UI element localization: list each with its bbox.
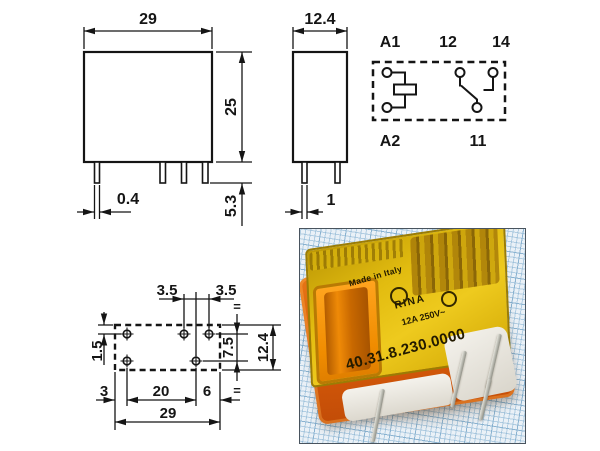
- side-view-pins: [301, 161, 341, 184]
- schematic-enclosure: [371, 60, 507, 122]
- extension-lines: [292, 27, 348, 49]
- side-view-drawing: 12.4 1: [285, 11, 349, 219]
- terminal-11-label: 11: [470, 133, 487, 150]
- equal-mark-top: =: [233, 299, 241, 314]
- dim-row-spacing: = = 7.5: [203, 299, 281, 398]
- dim-pin-width: 0.4: [77, 185, 139, 219]
- depth-label: 12.4: [255, 332, 272, 362]
- dim-pin-length: 5.3: [210, 182, 252, 226]
- dim-row-inset: 1.5: [89, 312, 121, 365]
- extension-lines: [114, 368, 221, 430]
- made-in-italy-text: Made in Italy: [347, 263, 404, 289]
- coil-symbol: [381, 67, 417, 113]
- pin-span-label: 20: [153, 383, 170, 400]
- front-view-drawing: 29 25 5.3 0.4: [77, 11, 252, 226]
- extension-lines: [83, 27, 213, 49]
- relay-photo: Made in Italy RINA 12A 250V~ 40.31.8.230…: [299, 228, 526, 444]
- dim-front-height: 25: [216, 51, 252, 163]
- terminal-a1-label: A1: [380, 34, 401, 51]
- extension-lines: [203, 324, 281, 371]
- extension-lines: [98, 324, 121, 335]
- changeover-contact-symbol: [454, 67, 499, 113]
- front-width-label: 29: [139, 11, 157, 28]
- terminal-14-label: 14: [492, 34, 510, 51]
- row-inset-label: 1.5: [89, 341, 106, 362]
- wiring-schematic: A1 12 14 A2 11: [371, 34, 510, 150]
- dim-pin-pitch: 3.5 3.5: [157, 282, 237, 356]
- relay-body-front: [82, 50, 214, 164]
- pin-to-edge-label: 6: [203, 383, 211, 400]
- pin-thickness-label: 1: [327, 192, 336, 209]
- model-number-text: 40.31.8.230.0000: [343, 325, 468, 374]
- pin-length-label: 5.3: [223, 195, 240, 217]
- extension-lines: [183, 292, 210, 356]
- dim-bottom-row: 3 20 6 29: [96, 368, 240, 430]
- pin-width-label: 0.4: [117, 191, 139, 208]
- extension-lines: [93, 185, 101, 219]
- equal-mark-bottom: =: [233, 383, 241, 398]
- extension-lines: [216, 51, 252, 163]
- pin-hole-symbols: [120, 327, 216, 368]
- row-spacing-label: 7.5: [220, 337, 237, 358]
- contact-rating-text: 12A 250V~: [400, 306, 447, 328]
- csa-logo-icon: [390, 287, 408, 305]
- relay-body-side: [291, 50, 349, 164]
- dim-front-width: 29: [83, 11, 213, 49]
- terminal-a2-label: A2: [380, 133, 401, 150]
- relay-markings: Made in Italy RINA 12A 250V~ 40.31.8.230…: [300, 229, 525, 443]
- ce-mark-icon: [441, 291, 457, 307]
- pitch-left-label: 3.5: [157, 282, 178, 299]
- front-view-pins: [93, 161, 209, 184]
- bottom-view-drawing: 3.5 3.5 1.5 = = 7.5 12.4 3 2: [89, 282, 281, 430]
- front-height-label: 25: [223, 98, 240, 116]
- dim-side-width: 12.4: [292, 11, 348, 49]
- side-width-label: 12.4: [304, 11, 335, 28]
- dim-pin-thickness: 1: [285, 185, 336, 219]
- total-width-label: 29: [160, 405, 177, 422]
- terminal-12-label: 12: [439, 34, 457, 51]
- edge-to-pin-label: 3: [100, 383, 108, 400]
- dim-depth: 12.4: [255, 325, 277, 370]
- footprint-outline: [113, 323, 222, 372]
- pitch-right-label: 3.5: [216, 282, 237, 299]
- extension-lines: [301, 185, 308, 219]
